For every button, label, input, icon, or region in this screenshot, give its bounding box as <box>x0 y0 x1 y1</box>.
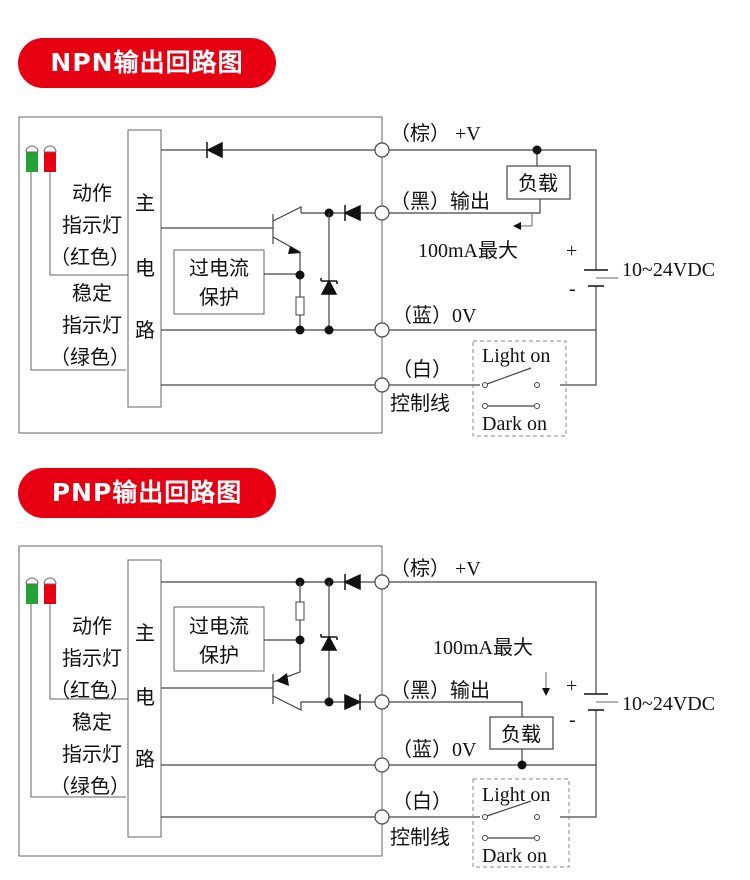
npn-green-led-icon <box>25 145 39 172</box>
npn-white-label: （白） <box>392 358 452 381</box>
pnp-terminal-blue <box>374 757 390 773</box>
pnp-plus-sign: + <box>566 675 577 697</box>
npn-mode-switch-box <box>472 340 567 437</box>
pnp-terminal-white <box>374 809 390 825</box>
pnp-green-led-icon <box>25 577 39 604</box>
npn-stable-label-3: （绿色） <box>50 346 130 369</box>
npn-protection-label-2: 保护 <box>199 286 239 309</box>
npn-dark-on-label: Dark on <box>482 413 547 435</box>
npn-brown-label: （棕） +V <box>390 122 481 145</box>
npn-load-box <box>506 165 571 200</box>
pnp-blue-label: （蓝）0V <box>392 738 477 761</box>
npn-black-label: （黑）输出 <box>390 190 490 213</box>
pnp-max-current: 100mA最大 <box>433 636 533 659</box>
pnp-black-label: （黑）输出 <box>390 679 490 702</box>
npn-title-badge: NPN输出回路图 <box>18 38 276 88</box>
npn-zener-diode-icon <box>320 278 338 295</box>
pnp-action-label-3: （红色） <box>50 679 130 702</box>
pnp-load-label: 负载 <box>501 723 541 746</box>
npn-control-line-label: 控制线 <box>390 392 450 415</box>
npn-supply-diode-icon <box>206 141 223 159</box>
pnp-dark-on-switch-icon[interactable] <box>482 835 540 841</box>
pnp-main-circuit-label-2: 电 <box>135 686 155 709</box>
npn-current-arrow-icon <box>519 213 533 227</box>
pnp-protection-label-1: 过电流 <box>189 615 249 638</box>
pnp-light-on-label: Light on <box>482 784 550 806</box>
pnp-stable-label-1: 稳定 <box>72 711 112 734</box>
npn-light-on-switch-icon[interactable] <box>482 367 540 388</box>
pnp-supply-diode-icon <box>343 573 361 591</box>
npn-terminal-brown <box>374 142 390 158</box>
npn-action-label-1: 动作 <box>72 182 112 205</box>
pnp-terminal-black <box>374 694 390 710</box>
pnp-stable-label-2: 指示灯 <box>62 743 122 766</box>
pnp-action-label-1: 动作 <box>72 615 112 638</box>
pnp-battery-icon <box>584 693 608 711</box>
pnp-transistor-icon <box>276 673 289 686</box>
pnp-red-led-icon <box>43 577 57 604</box>
pnp-control-line-label: 控制线 <box>390 826 450 849</box>
pnp-circuit-diagram: 动作 指示灯 （红色） 稳定 指示灯 （绿色） 主 电 路 过电流 保护 负载 … <box>18 545 715 868</box>
pnp-minus-sign: - <box>569 709 576 731</box>
npn-red-led-icon <box>43 145 57 172</box>
npn-main-circuit-label-2: 电 <box>135 257 155 280</box>
pnp-zener-diode-icon <box>320 634 338 651</box>
npn-stable-label-1: 稳定 <box>72 282 112 305</box>
npn-battery-icon <box>584 269 608 287</box>
pnp-action-label-2: 指示灯 <box>62 647 122 670</box>
pnp-load-box <box>489 716 554 750</box>
npn-blue-label: （蓝）0V <box>392 304 477 327</box>
npn-terminal-white <box>374 377 390 393</box>
pnp-white-label: （白） <box>392 790 452 813</box>
npn-terminal-black <box>374 205 390 221</box>
pnp-mode-switch-box <box>472 778 570 868</box>
npn-title: NPN输出回路图 <box>50 48 244 77</box>
npn-minus-sign: - <box>569 278 576 300</box>
npn-load-label: 负载 <box>518 172 558 195</box>
npn-protection-label-1: 过电流 <box>189 257 249 280</box>
npn-action-label-3: （红色） <box>50 246 130 269</box>
npn-supply-voltage: 10~24VDC <box>622 259 715 281</box>
pnp-brown-label: （棕） +V <box>390 557 481 580</box>
npn-circuit-diagram: 动作 指示灯 （红色） 稳定 指示灯 （绿色） 主 电 路 过电流 保护 负载 <box>18 116 715 437</box>
pnp-supply-voltage: 10~24VDC <box>622 693 715 715</box>
pnp-dark-on-label: Dark on <box>482 845 547 867</box>
npn-terminal-blue <box>374 322 390 338</box>
pnp-main-circuit-label-3: 路 <box>135 748 155 771</box>
npn-light-on-label: Light on <box>482 345 550 367</box>
npn-sensor-housing <box>18 116 383 434</box>
npn-protection-box <box>173 249 265 315</box>
npn-transistor-icon <box>288 246 301 254</box>
pnp-stable-label-3: （绿色） <box>50 775 130 798</box>
pnp-protection-label-2: 保护 <box>199 644 239 667</box>
pnp-title-badge: PNP输出回路图 <box>18 468 276 518</box>
npn-main-circuit-label-1: 主 <box>135 192 155 215</box>
npn-main-circuit-label-3: 路 <box>135 319 155 342</box>
npn-dark-on-switch-icon[interactable] <box>482 403 540 409</box>
pnp-main-circuit-box <box>127 559 162 838</box>
pnp-protection-box <box>173 606 265 672</box>
npn-action-label-2: 指示灯 <box>62 214 122 237</box>
pnp-output-diode-icon <box>344 693 362 711</box>
npn-max-current: 100mA最大 <box>418 239 518 262</box>
pnp-terminal-brown <box>374 574 390 590</box>
pnp-main-circuit-label-1: 主 <box>135 622 155 645</box>
npn-main-circuit-box <box>127 129 162 408</box>
npn-stable-label-2: 指示灯 <box>62 314 122 337</box>
npn-plus-sign: + <box>566 240 577 262</box>
npn-output-diode-icon <box>343 204 361 222</box>
pnp-light-on-switch-icon[interactable] <box>482 800 540 820</box>
pnp-title: PNP输出回路图 <box>51 478 243 507</box>
